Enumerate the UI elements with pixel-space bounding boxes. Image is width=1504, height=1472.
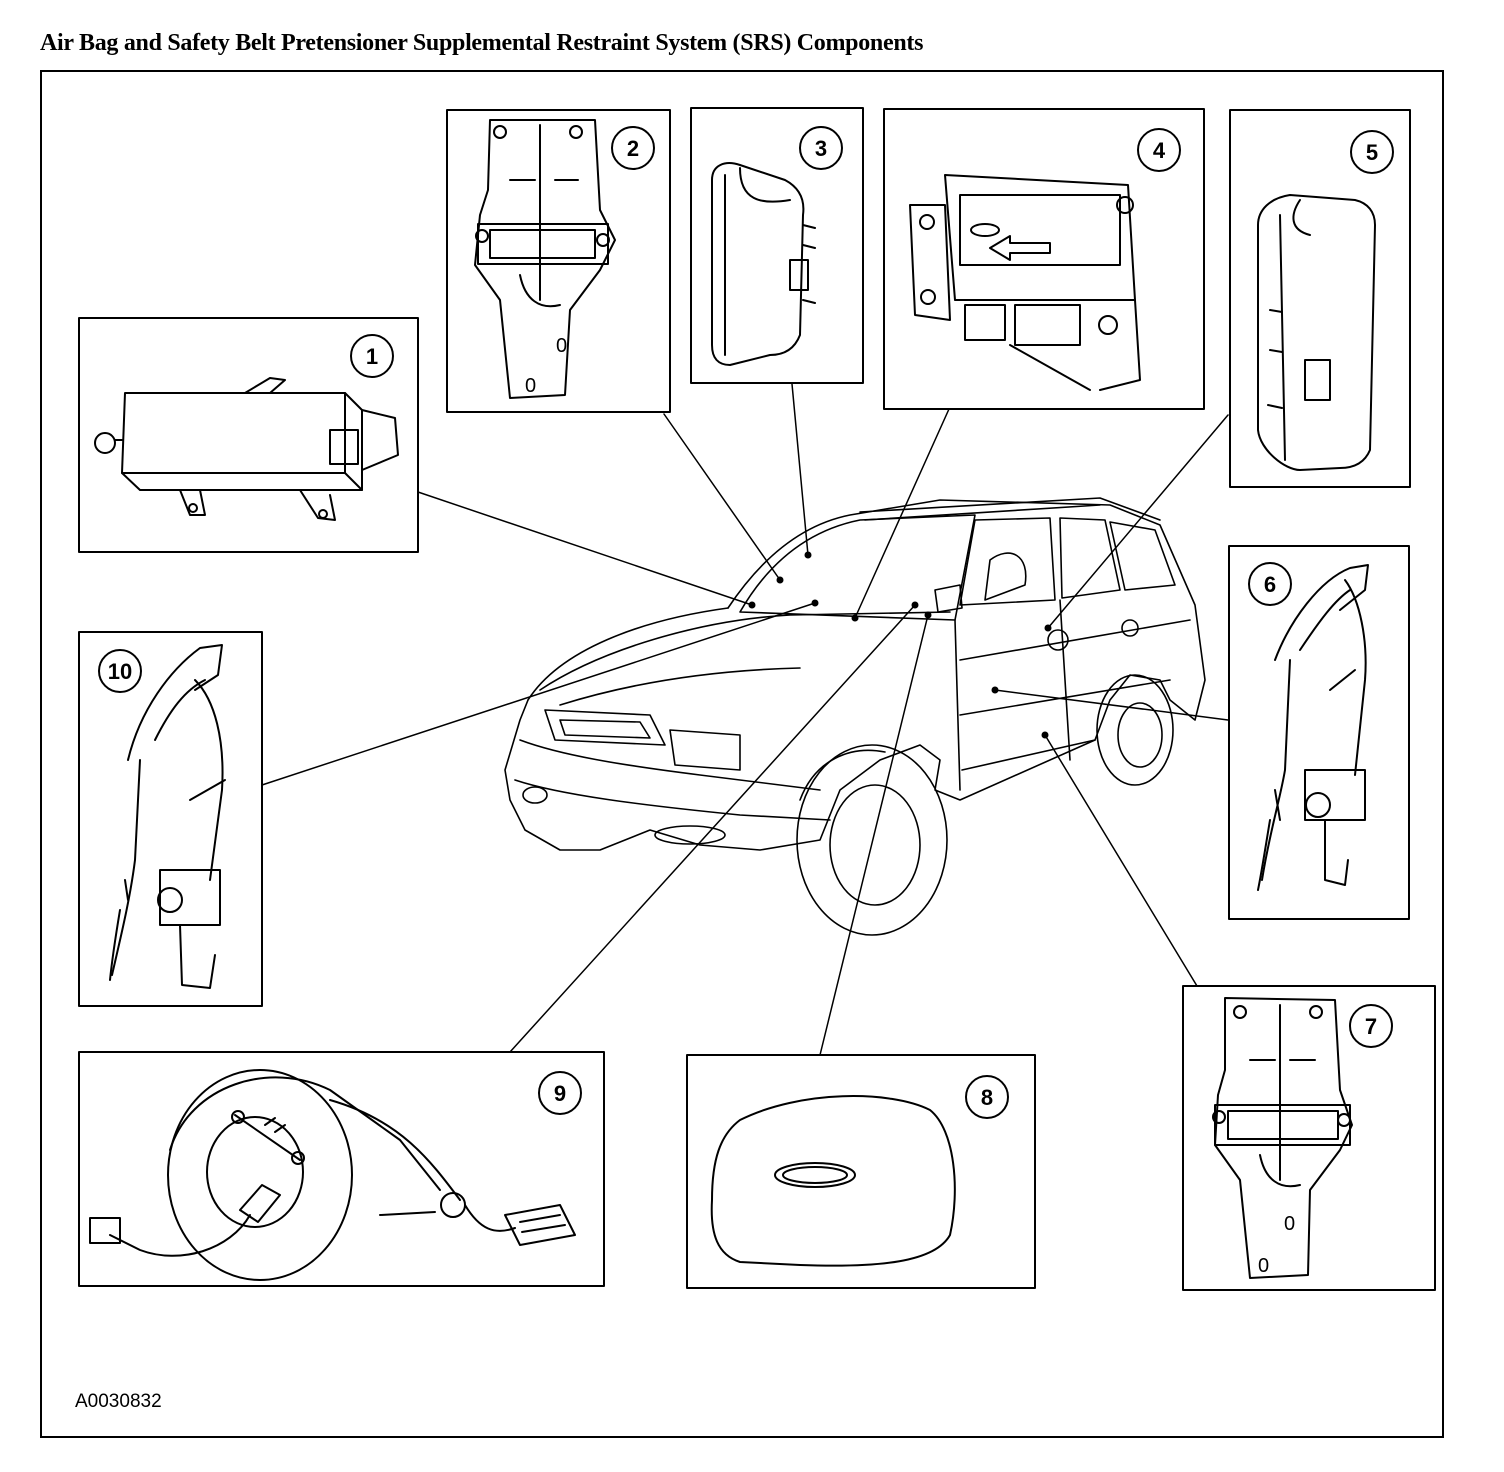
component-7-number: 7 [1365,1014,1377,1039]
component-7-box: 0 0 7 [1182,985,1436,1291]
component-1-number: 1 [366,344,378,369]
component-9-box: 9 [78,1051,605,1287]
component-5-box: 5 [1229,109,1411,488]
reference-code: A0030832 [75,1391,162,1412]
component-3-number: 3 [815,136,827,161]
component-4-box: 4 [883,108,1205,410]
component-9-number: 9 [554,1081,566,1106]
diagram-frame [40,70,1444,1438]
component-8-box: 8 [686,1054,1036,1289]
component-4-number: 4 [1153,138,1166,163]
leader-dots [748,551,1052,739]
component-6-box: 6 [1228,545,1410,920]
svg-text:0: 0 [525,375,536,397]
component-10-box: 10 [78,631,263,1007]
component-10-number: 10 [108,659,132,684]
component-2-number: 2 [627,136,639,161]
crash-sensor-bracket-icon: 0 0 [474,119,616,399]
component-8-number: 8 [981,1085,993,1110]
side-air-bag-module-icon [711,162,816,366]
svg-text:0: 0 [1284,1213,1295,1235]
restraint-control-module-icon [909,174,1141,391]
svg-text:0: 0 [1258,1255,1269,1277]
component-6-number: 6 [1264,572,1276,597]
crash-sensor-bracket-icon: 0 0 [1212,997,1353,1279]
clockspring-icon [89,1069,576,1281]
component-2-box: 0 0 2 [446,109,671,413]
safety-belt-pretensioner-icon [1257,564,1369,891]
svg-text:0: 0 [556,335,567,357]
component-3-box: 3 [690,107,864,384]
side-air-bag-module-icon [1257,194,1376,471]
driver-air-bag-module-icon [710,1095,956,1267]
safety-belt-pretensioner-icon [109,644,226,989]
component-5-number: 5 [1366,140,1378,165]
leader-lines [261,383,1229,1056]
component-1-box: 1 [78,317,419,553]
diagram-title: Air Bag and Safety Belt Pretensioner Sup… [40,30,924,56]
air-bag-module-icon [94,377,399,521]
suv-vehicle-icon [504,497,1206,936]
